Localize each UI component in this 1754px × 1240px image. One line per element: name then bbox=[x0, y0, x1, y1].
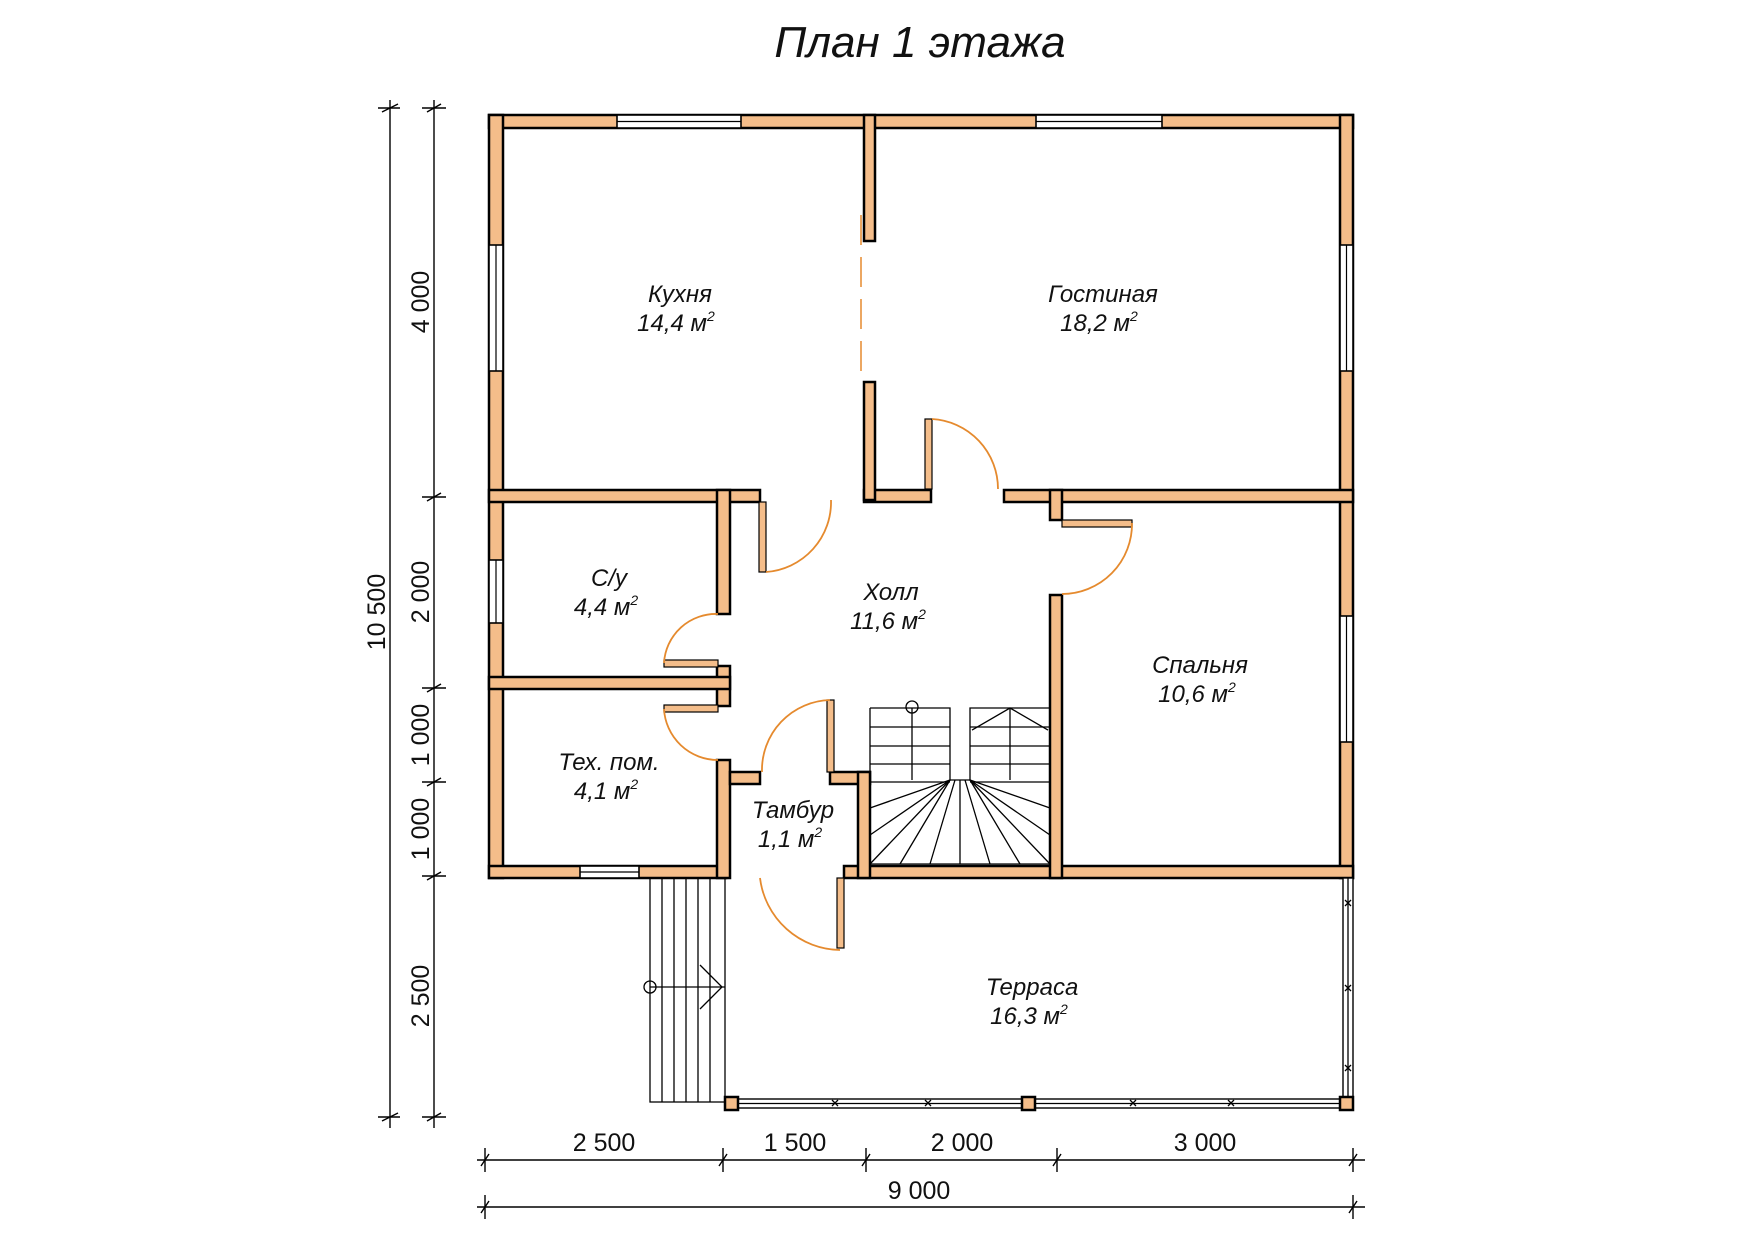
room-bathroom-area: 4,4 м2 bbox=[574, 592, 638, 621]
room-living-name: Гостиная bbox=[1048, 281, 1158, 308]
dim-total-horizontal: 9 000 bbox=[888, 1177, 951, 1205]
dim-vertical-1: 4 000 bbox=[407, 271, 435, 334]
wall-living-bedroom bbox=[1002, 488, 1355, 504]
dimension-texts: 10 500 4 000 2 000 1 000 1 000 2 500 2 5… bbox=[363, 271, 1236, 1205]
terrace-post-mid bbox=[1020, 1095, 1037, 1112]
walls bbox=[487, 113, 1355, 880]
room-terrace-name: Терраса bbox=[986, 974, 1079, 1001]
wall-vestibule-stairs bbox=[856, 770, 872, 880]
wall-kitchen-bath bbox=[487, 488, 762, 504]
staircase bbox=[869, 700, 1051, 865]
door-entrance bbox=[759, 877, 845, 951]
room-hall-area: 11,6 м2 bbox=[850, 606, 926, 635]
room-hall-name: Холл bbox=[862, 579, 919, 606]
room-kitchen-area: 14,4 м2 bbox=[637, 308, 715, 337]
plan-title: План 1 этажа bbox=[774, 18, 1065, 67]
doors bbox=[663, 418, 1133, 951]
wall-hall-bedroom-lower bbox=[1048, 593, 1064, 880]
dim-horizontal-3: 2 000 bbox=[931, 1129, 994, 1157]
wall-vestibule-top-left bbox=[728, 770, 762, 786]
room-tech-name: Тех. пом. bbox=[558, 749, 659, 776]
dim-vertical-5: 2 500 bbox=[407, 965, 435, 1028]
wall-bath-hall-upper bbox=[715, 488, 732, 616]
wall-bath-tech bbox=[487, 675, 732, 691]
door-bathroom bbox=[663, 613, 719, 668]
terrace-post-right bbox=[1338, 1095, 1355, 1112]
dim-horizontal-1: 2 500 bbox=[573, 1129, 636, 1157]
terrace bbox=[643, 877, 1355, 1112]
room-terrace-area: 16,3 м2 bbox=[990, 1001, 1068, 1030]
wall-kitchen-living-lower bbox=[862, 380, 877, 502]
room-vestibule-area: 1,1 м2 bbox=[758, 824, 822, 853]
wall-tech-vestibule bbox=[715, 758, 732, 880]
room-tech-area: 4,1 м2 bbox=[574, 776, 638, 805]
room-kitchen-name: Кухня bbox=[648, 281, 712, 308]
door-vestibule-hall bbox=[761, 699, 835, 773]
wall-bottom-right bbox=[842, 864, 1355, 880]
dimension-lines bbox=[378, 100, 1365, 1219]
dim-vertical-2: 2 000 bbox=[407, 561, 435, 624]
room-living-area: 18,2 м2 bbox=[1060, 308, 1138, 337]
room-bedroom-name: Спальня bbox=[1152, 652, 1248, 679]
room-vestibule-name: Тамбур bbox=[752, 797, 834, 824]
dim-horizontal-2: 1 500 bbox=[764, 1129, 827, 1157]
wall-hall-bedroom-upper bbox=[1048, 488, 1064, 522]
door-living-hall bbox=[924, 418, 999, 490]
dim-vertical-4: 1 000 bbox=[407, 798, 435, 861]
room-bedroom-area: 10,6 м2 bbox=[1158, 679, 1236, 708]
entrance-steps bbox=[649, 877, 726, 1103]
room-bathroom-name: С/у bbox=[591, 565, 629, 592]
room-labels: Кухня 14,4 м2 Гостиная 18,2 м2 С/у 4,4 м… bbox=[558, 281, 1248, 1030]
dim-horizontal-4: 3 000 bbox=[1174, 1129, 1237, 1157]
door-tech bbox=[663, 704, 719, 761]
door-kitchen-hall bbox=[758, 499, 832, 573]
dim-vertical-3: 1 000 bbox=[407, 704, 435, 767]
door-bedroom bbox=[1061, 519, 1133, 595]
terrace-post-left bbox=[723, 1095, 740, 1112]
wall-kitchen-living-upper bbox=[862, 113, 877, 243]
dim-total-vertical: 10 500 bbox=[363, 574, 391, 650]
windows bbox=[488, 114, 1354, 879]
